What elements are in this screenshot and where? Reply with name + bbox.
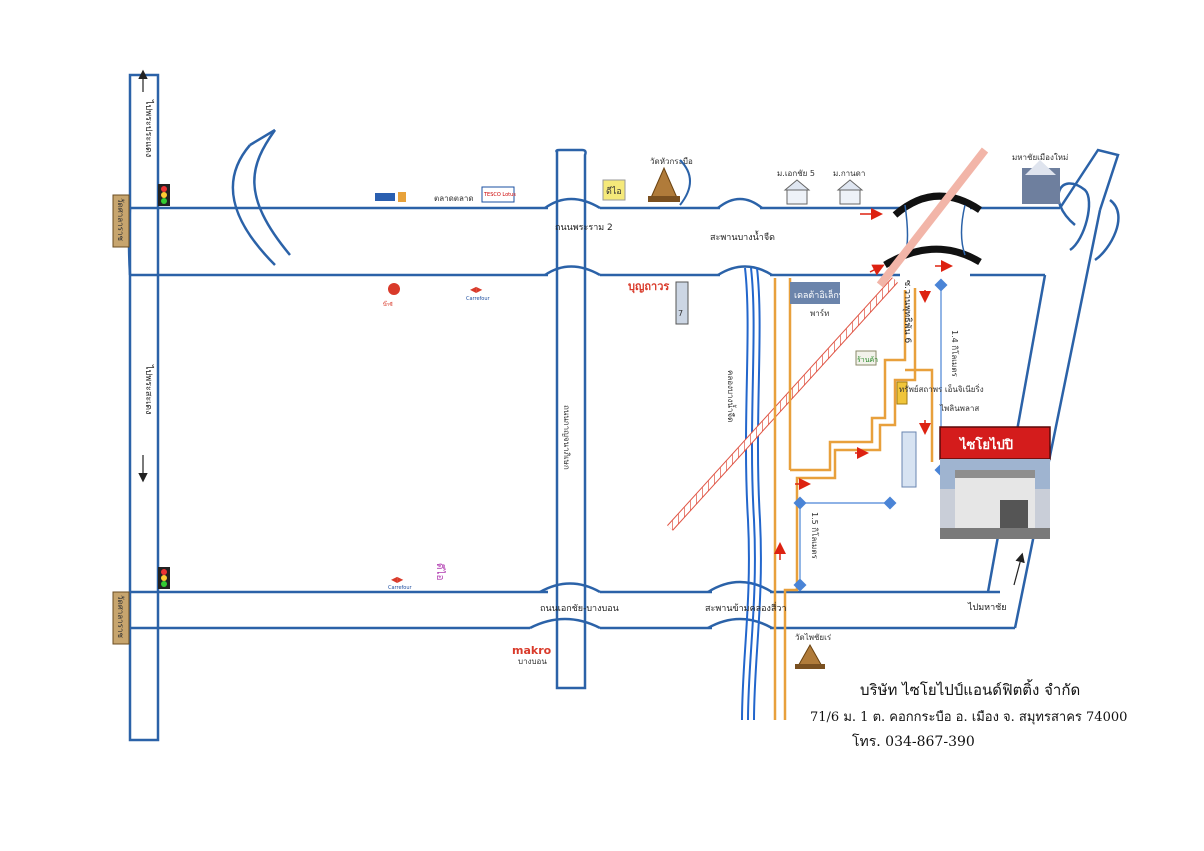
svg-text:บิ๊กซี: บิ๊กซี xyxy=(383,300,393,308)
label-to-phrapradaeng: ไปพระประแดง xyxy=(143,99,154,157)
label-canal: คลองบางน้ำจืด xyxy=(726,370,737,422)
svg-text:ม.กานดา: ม.กานดา xyxy=(833,169,865,178)
village-ekachai5: ม.เอกชัย 5 xyxy=(777,169,815,205)
factory-block xyxy=(901,431,917,488)
label-vertical-mid-road: ถนนกาญจนาภิเษก xyxy=(562,405,571,470)
svg-text:วัดไพชัยเร่: วัดไพชัยเร่ xyxy=(795,633,832,642)
duiai-logo: ดีไอ xyxy=(602,179,626,201)
svg-text:◀▶: ◀▶ xyxy=(470,285,483,294)
pink-shop-logo: ดีไอ xyxy=(434,563,446,581)
wat-sign-bottom: วัดศาลาราช xyxy=(112,591,130,645)
label-bangnamchuet-bridge: สะพานบางน้ำจืด xyxy=(710,230,775,243)
svg-text:ไซโยไปปิ: ไซโยไปปิ xyxy=(958,436,1013,453)
svg-text:เดลต้าอิเล็กทรอนิกส์: เดลต้าอิเล็กทรอนิกส์ xyxy=(794,288,873,301)
carrefour-bottom-logo: ◀▶ Carrefour xyxy=(388,575,413,591)
label-pinnacle: ไพลินพลาส xyxy=(939,404,979,413)
canal xyxy=(741,267,762,721)
sign-711: 7 xyxy=(675,281,689,325)
company-info: บริษัท ไซโยไปป์แอนด์ฟิตติ้ง จำกัด 71/6 ม… xyxy=(790,678,1150,753)
label-ekachai: ถนนเอกชัย-บางบอน xyxy=(540,604,619,614)
carrefour-top-logo: ◀▶ Carrefour xyxy=(466,285,491,302)
svg-text:ร้านค้า: ร้านค้า xyxy=(857,356,878,364)
up-arrow-mahachai-icon xyxy=(1013,552,1025,586)
route-arrows-icon xyxy=(774,208,953,560)
svg-text:วัดหัวกระบือ: วัดหัวกระบือ xyxy=(650,157,693,166)
curved-ramp xyxy=(231,128,291,266)
ekachai-road xyxy=(130,590,1015,630)
logo-cluster-top: ตลาดตลาด TESCO Lotus xyxy=(375,186,516,203)
svg-text:พาร์ท: พาร์ท xyxy=(810,308,829,318)
svg-text:บางบอน: บางบอน xyxy=(518,657,547,666)
bridge-bangnamchuet xyxy=(707,197,773,630)
svg-text:◀▶: ◀▶ xyxy=(391,575,404,584)
yellow-marker xyxy=(896,381,908,405)
company-photo xyxy=(940,459,1050,539)
village-kanda: ม.กานดา xyxy=(833,169,865,205)
svg-text:TESCO Lotus: TESCO Lotus xyxy=(483,192,516,198)
boonthavorn-logo: บุญถาวร xyxy=(628,280,669,294)
wat-bottom-temple-icon: วัดไพชัยเร่ xyxy=(795,633,832,669)
wat-top-bracket xyxy=(679,159,691,206)
label-rama2: ถนนพระราม 2 xyxy=(555,223,613,233)
company-name: บริษัท ไซโยไปป์แอนด์ฟิตติ้ง จำกัด xyxy=(860,681,1081,699)
svg-text:ดีไอ: ดีไอ xyxy=(606,186,622,197)
railway xyxy=(667,147,989,531)
makro-logo: makro บางบอน xyxy=(512,644,552,666)
green-shop: ร้านค้า xyxy=(855,350,878,366)
rama2-road xyxy=(127,206,1060,277)
label-to-mahachai: ไปมหาชัย xyxy=(967,602,1007,613)
svg-text:Carrefour: Carrefour xyxy=(466,296,491,302)
middle-vertical-road xyxy=(529,148,601,690)
wat-top-temple-icon: วัดหัวกระบือ xyxy=(648,157,693,202)
company-sign: ไซโยไปปิ xyxy=(939,426,1051,460)
distance-1-4km: 1.4 กิโลเมตร xyxy=(950,330,960,378)
distance-1-5km: 1.5 กิโลเมตร xyxy=(810,512,820,560)
wat-sign-top: วัดศาลาราช xyxy=(112,194,130,248)
svg-text:ตลาดตลาด: ตลาดตลาด xyxy=(434,194,474,203)
label-left-vertical: ไปพระสะเดง xyxy=(143,364,154,414)
distance-marker-horizontal xyxy=(793,496,897,592)
svg-text:Carrefour: Carrefour xyxy=(388,585,413,591)
delta-building: เดลต้าอิเล็กทรอนิกส์ พาร์ท xyxy=(790,282,873,318)
interchange-loop xyxy=(1057,182,1120,262)
label-sapphire: ทรัพย์สถาพร เอ็นจิเนียริ่ง xyxy=(899,383,984,394)
mahachai-road xyxy=(986,148,1120,629)
bigc-logo: บิ๊กซี xyxy=(383,282,404,308)
svg-text:วัดศาลาราช: วัดศาลาราช xyxy=(116,595,125,638)
company-phone: โทร. 034-867-390 xyxy=(852,734,975,750)
svg-text:มหาชัยเมืองใหม่: มหาชัยเมืองใหม่ xyxy=(1012,153,1068,162)
svg-text:makro: makro xyxy=(512,644,552,657)
svg-text:7: 7 xyxy=(678,309,683,318)
label-khlong-sri-bridge: สะพานข้ามคลองสี่วา xyxy=(705,601,787,614)
mahachai-city-icon: มหาชัยเมืองใหม่ xyxy=(1012,153,1068,204)
svg-text:ม.เอกชัย 5: ม.เอกชัย 5 xyxy=(777,169,815,178)
svg-text:วัดศาลาราช: วัดศาลาราช xyxy=(116,198,125,241)
traffic-light-icon xyxy=(158,567,170,589)
traffic-light-icon xyxy=(158,184,170,206)
company-address: 71/6 ม. 1 ต. คอกกระบือ อ. เมือง จ. สมุทร… xyxy=(810,710,1128,725)
left-vertical-highway xyxy=(128,73,160,742)
label-soi-rama2: ซ.วานพุทธิพัน 6 xyxy=(902,280,913,344)
